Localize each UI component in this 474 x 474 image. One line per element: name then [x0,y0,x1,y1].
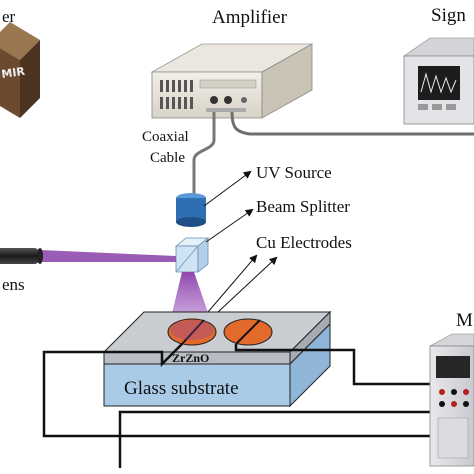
uv-source [176,193,206,227]
cu-electrode-right [223,318,273,346]
uv-source-arrow [203,170,252,207]
beam-splitter-label: Beam Splitter [256,197,350,216]
mir-laser-box: MIR [0,22,40,118]
sample-stack [102,310,332,408]
lens [0,248,43,264]
coaxial-cable-label-1: Coaxial [142,129,189,145]
signal-generator-label: Sign [431,5,466,26]
wire-right [234,344,440,386]
multimeter-device [429,333,474,467]
substrate-label: Glass substrate [124,378,239,399]
cu-electrodes-label: Cu Electrodes [256,233,352,252]
signal-cable [230,111,474,136]
laser-box-label: MIR [1,65,27,81]
amplifier-label: Amplifier [212,7,288,28]
coaxial-cable-label-2: Cable [150,150,185,166]
wire-return [118,410,430,468]
cu-electrode-left [167,318,217,346]
electrode-arrow-2 [217,256,278,313]
beam-splitter [174,237,210,273]
amplifier-device [150,43,314,119]
lens-label: ens [2,275,25,294]
coaxial-cable [192,112,216,196]
film-label: ZrZnO [172,351,209,365]
laser-beam [40,250,176,262]
meter-label: M [456,310,473,331]
signal-generator-device [403,37,474,125]
laser-label: er [2,7,16,26]
uv-source-label: UV Source [256,163,332,182]
wire-left [42,343,474,438]
beam-splitter-arrow [205,208,254,243]
uv-beam-spot [170,320,214,340]
